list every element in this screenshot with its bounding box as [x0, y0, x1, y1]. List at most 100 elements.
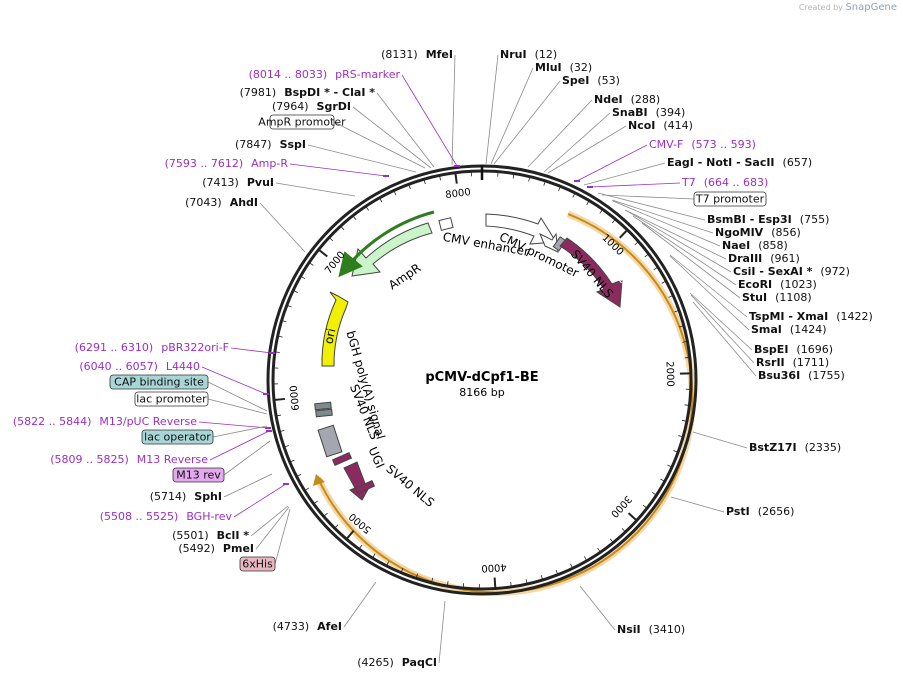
feature-box-amppromo: AmpR promoter [258, 114, 346, 130]
ring-tick [525, 579, 528, 585]
label-position: (3410) [649, 623, 686, 636]
ring-tick [642, 504, 648, 509]
label-position: (5508 .. 5525) [100, 510, 179, 523]
leader-line [612, 200, 721, 247]
sv40-nls-mark-2 [331, 451, 353, 467]
bgh-feature [317, 424, 343, 458]
site-text: NaeI(858) [722, 239, 788, 252]
leader-line [543, 112, 611, 173]
label-name: T7 [681, 176, 696, 189]
site-text: (5501)BclI * [172, 529, 249, 542]
feature-box-frame [239, 556, 276, 572]
site-label-ngomiv: NgoMIV(856) [715, 226, 801, 239]
label-name: SphI [194, 490, 222, 503]
tan-arc-large-core [317, 213, 694, 594]
site-label-rsrii: RsrII(1711) [756, 356, 829, 369]
site-text: NsiI(3410) [617, 623, 685, 636]
feature-box-frame [134, 391, 209, 407]
leader-line [207, 398, 268, 415]
leader-line [669, 254, 748, 318]
leader-line [601, 194, 695, 200]
site-label-sspi: (7847)SspI [235, 138, 306, 151]
leader-line [632, 215, 737, 286]
feature-box-text: M13 rev [176, 469, 221, 482]
site-label-stui: StuI(1108) [742, 291, 812, 304]
primer-label-t7: T7 (664 .. 683) [681, 176, 768, 189]
ring-tick [572, 192, 576, 198]
leader-line [352, 106, 432, 169]
site-text: TspMI - XmaI(1422) [749, 310, 873, 323]
site-label-pvui: (7413)PvuI [202, 176, 274, 189]
leader-line [670, 496, 725, 513]
leader-line [289, 163, 387, 177]
ring-tick [283, 445, 289, 448]
leader-line [689, 292, 753, 351]
label-position: (1755) [808, 369, 845, 382]
label-position: (288) [631, 93, 661, 106]
site-text: (5714)SphI [150, 490, 222, 503]
tick-label: 8000 [445, 187, 472, 201]
site-text: Bsu36I(1755) [758, 369, 845, 382]
cmv-promoter-feature [539, 232, 559, 253]
leader-line [624, 209, 727, 260]
feature-box-frame [141, 429, 214, 445]
feature-box-text: 6xHis [242, 558, 273, 571]
ring-tick [386, 561, 390, 567]
site-label-bstz17i: BstZ17I(2335) [749, 441, 841, 454]
label-name: AfeI [317, 620, 342, 633]
feature-box-cap: CAP binding site [109, 374, 209, 390]
ring-tick [296, 473, 302, 477]
label-name: SgrDI [317, 100, 351, 113]
ring-tick [634, 241, 639, 246]
label-name: L4440 [166, 360, 200, 373]
label-position: (664 .. 683) [704, 176, 769, 189]
leader-line [669, 255, 750, 331]
site-label-eagi: EagI - NotI - SacII(657) [667, 156, 812, 169]
feature-box-t7promo: T7 promoter [693, 191, 767, 207]
site-text: BsmBI - Esp3I(755) [707, 213, 829, 226]
site-text: (7981)BspDI * - ClaI * [240, 86, 376, 99]
ring-tick [318, 248, 328, 258]
small-gray-feature-1 [314, 401, 332, 411]
ring-tick [586, 200, 590, 206]
primer-label-pbr: (6291 .. 6310)pBR322ori-F [75, 341, 229, 354]
ring-tick [431, 577, 434, 583]
ring-tick [439, 175, 441, 181]
label-position: (2656) [758, 505, 795, 518]
leader-line [207, 381, 268, 412]
ring-tick [379, 197, 383, 203]
label-name: PstI [726, 505, 750, 518]
tan-arc-arrowhead [313, 474, 325, 486]
leader-line [579, 585, 616, 631]
leader-lines [198, 54, 757, 664]
ring-tick [619, 229, 629, 239]
leader-line [641, 222, 741, 299]
leader-line [333, 121, 426, 169]
ring-tick [570, 563, 574, 569]
primer-text: CMV-F(573 .. 593) [649, 138, 756, 151]
ring-tick [682, 340, 688, 343]
ring-tick [652, 492, 657, 496]
primer-label-bghrev: (5508 .. 5525)BGH-rev [100, 510, 233, 523]
site-text: SpeI(53) [562, 74, 620, 87]
site-label-pmei: (5492)PmeI [178, 542, 254, 555]
primer-label-m13rev_p: (5809 .. 5825)M13 Reverse [50, 453, 208, 466]
label-name: AhdI [230, 196, 258, 209]
label-name: DraIII [728, 252, 762, 265]
primer-label-cmvf: CMV-F(573 .. 593) [649, 138, 756, 151]
leader-line [209, 430, 270, 461]
site-text: (7964)SgrDI [272, 100, 351, 113]
site-text: CsiI - SexAI *(972) [733, 265, 850, 278]
feature-box-frame [172, 467, 225, 483]
leader-line [576, 144, 648, 182]
ring-tick [621, 528, 626, 533]
leader-line [274, 508, 291, 565]
site-label-bspdi: (7981)BspDI * - ClaI * [240, 86, 376, 99]
site-label-sgrdi: (7964)SgrDI [272, 100, 351, 113]
site-label-nrui: NruI(12) [500, 48, 557, 61]
feature-box-frame [269, 114, 335, 130]
site-label-mfei: (8131)MfeI [381, 48, 453, 61]
ring-ticks [273, 171, 691, 589]
ring-tick [653, 266, 659, 271]
